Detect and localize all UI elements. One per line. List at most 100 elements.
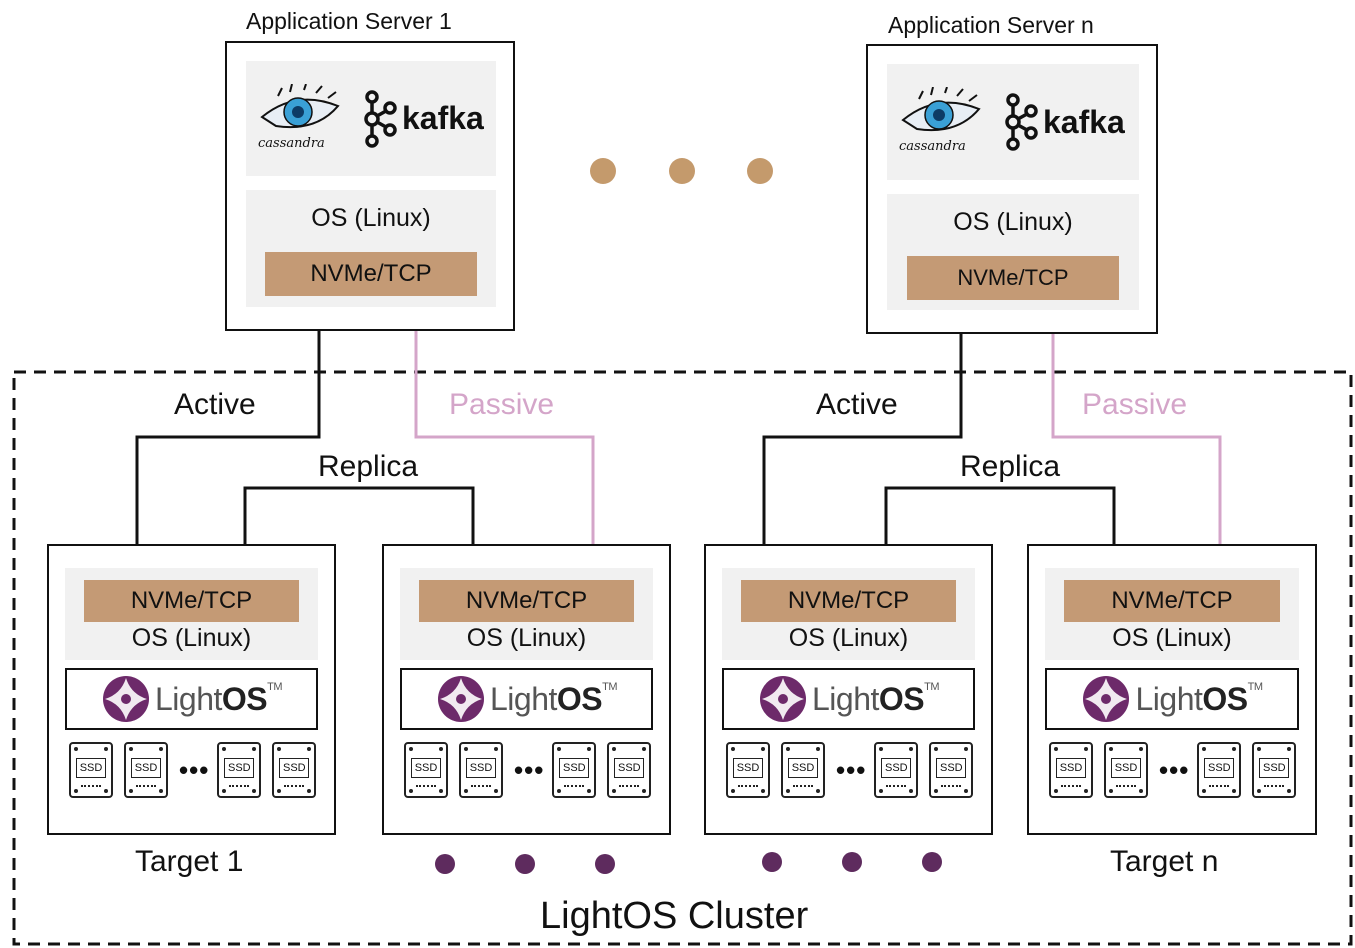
passive-link-2 xyxy=(1041,291,1232,569)
replica-link-2 xyxy=(874,486,1126,587)
kafka-logo: kafka xyxy=(358,89,484,149)
cassandra-eye-icon xyxy=(260,83,340,128)
ssd-drive-icon: SSD xyxy=(607,742,652,798)
ssd-ellipsis: ••• xyxy=(1159,755,1190,785)
os-panel: OS (Linux) NVMe/TCP xyxy=(887,194,1139,310)
ssd-drive-icon: SSD xyxy=(69,742,113,798)
app-logos-panel: cassandra kafka xyxy=(246,61,496,176)
cassandra-eye-icon xyxy=(901,86,981,132)
target-os-panel: NVMe/TCP OS (Linux) xyxy=(722,568,975,660)
ssd-label: SSD xyxy=(224,758,255,778)
ssd-label: SSD xyxy=(733,758,763,778)
ssd-label: SSD xyxy=(1056,758,1086,778)
os-label: OS (Linux) xyxy=(788,624,909,652)
cassandra-logo: cassandra xyxy=(897,86,989,157)
application-server-box: cassandra kafka OS (Linux) NVMe xyxy=(225,41,515,331)
target-ellipsis-dot xyxy=(762,852,782,872)
passive-link-1 xyxy=(404,291,605,569)
ssd-drive-icon: SSD xyxy=(874,742,919,798)
ssd-label: SSD xyxy=(466,758,496,778)
ssd-ellipsis: ••• xyxy=(836,755,867,785)
os-panel: OS (Linux) NVMe/TCP xyxy=(246,190,496,307)
nvme-tcp-block: NVMe/TCP xyxy=(265,252,477,296)
target-ellipsis-dot xyxy=(842,852,862,872)
lightos-logo-icon xyxy=(437,676,484,722)
ssd-drive-icon: SSD xyxy=(1104,742,1148,798)
target-ellipsis-dot xyxy=(515,854,535,874)
kafka-label: kafka xyxy=(1043,103,1125,140)
target-os-panel: NVMe/TCP OS (Linux) xyxy=(1045,568,1299,660)
target-ellipsis-dot xyxy=(435,854,455,874)
ssd-label: SSD xyxy=(788,758,818,778)
lightos-wordmark: LightOSTM xyxy=(811,680,940,717)
lightos-panel: LightOSTM xyxy=(400,668,653,730)
server-ellipsis-dot xyxy=(747,158,773,184)
active-label: Active xyxy=(174,388,256,421)
ssd-label: SSD xyxy=(559,758,590,778)
nvme-tcp-block: NVMe/TCP xyxy=(907,256,1119,300)
cluster-label: LightOS Cluster xyxy=(540,895,809,937)
kafka-label: kafka xyxy=(402,100,484,136)
ssd-label: SSD xyxy=(881,758,912,778)
replica-label: Replica xyxy=(318,450,419,483)
target-os-panel: NVMe/TCP OS (Linux) xyxy=(400,568,653,660)
os-label: OS (Linux) xyxy=(466,624,587,652)
server-ellipsis-dot xyxy=(590,158,616,184)
kafka-logo: kafka xyxy=(999,92,1125,152)
ssd-drive-icon: SSD xyxy=(459,742,503,798)
ssd-drive-icon: SSD xyxy=(124,742,168,798)
os-label: OS (Linux) xyxy=(311,204,431,232)
ssd-drive-icon: SSD xyxy=(552,742,597,798)
ssd-label: SSD xyxy=(1259,758,1290,778)
active-link-1 xyxy=(125,291,331,569)
lightos-wordmark: LightOSTM xyxy=(1135,680,1263,717)
replica-label: Replica xyxy=(960,450,1061,483)
ssd-drive-icon: SSD xyxy=(726,742,770,798)
lightos-logo-icon xyxy=(759,676,806,722)
ssd-drive-icon: SSD xyxy=(1197,742,1242,798)
os-label: OS (Linux) xyxy=(1112,624,1232,652)
lightos-logo-icon xyxy=(1083,676,1130,722)
nvme-tcp-block: NVMe/TCP xyxy=(419,580,634,622)
ssd-drive-icon: SSD xyxy=(272,742,317,798)
active-label: Active xyxy=(816,388,898,421)
lightos-panel: LightOSTM xyxy=(65,668,318,730)
cassandra-logo: cassandra xyxy=(256,83,348,154)
lightos-panel: LightOSTM xyxy=(722,668,975,730)
passive-label: Passive xyxy=(1082,388,1188,421)
ssd-label: SSD xyxy=(936,758,967,778)
ssd-label: SSD xyxy=(614,758,645,778)
nvme-tcp-block: NVMe/TCP xyxy=(84,580,299,622)
server-title: Application Server n xyxy=(888,12,1094,38)
os-label: OS (Linux) xyxy=(953,208,1073,236)
ssd-drive-icon: SSD xyxy=(217,742,262,798)
os-label: OS (Linux) xyxy=(131,624,252,652)
target-ellipsis-dot xyxy=(595,854,615,874)
application-server-box: cassandra kafka OS (Linux) NVMe xyxy=(866,44,1158,334)
lightos-panel: LightOSTM xyxy=(1045,668,1299,730)
ssd-label: SSD xyxy=(279,758,310,778)
target-node: NVMe/TCP OS (Linux) LightOSTM SSD SSD ••• S… xyxy=(382,544,671,835)
nvme-tcp-block: NVMe/TCP xyxy=(741,580,956,622)
ssd-ellipsis: ••• xyxy=(514,755,545,785)
lightos-wordmark: LightOSTM xyxy=(489,680,618,717)
ssd-drive-icon: SSD xyxy=(1252,742,1297,798)
target-name: Target n xyxy=(1110,845,1219,878)
ssd-row: SSD SSD ••• SSD SSD xyxy=(726,742,974,798)
lightos-logo-icon xyxy=(102,676,149,722)
target-name: Target 1 xyxy=(135,845,244,878)
ssd-label: SSD xyxy=(1111,758,1141,778)
ssd-drive-icon: SSD xyxy=(781,742,825,798)
ssd-drive-icon: SSD xyxy=(929,742,974,798)
target-ellipsis-dot xyxy=(922,852,942,872)
kafka-icon xyxy=(364,89,397,148)
ssd-label: SSD xyxy=(76,758,106,778)
